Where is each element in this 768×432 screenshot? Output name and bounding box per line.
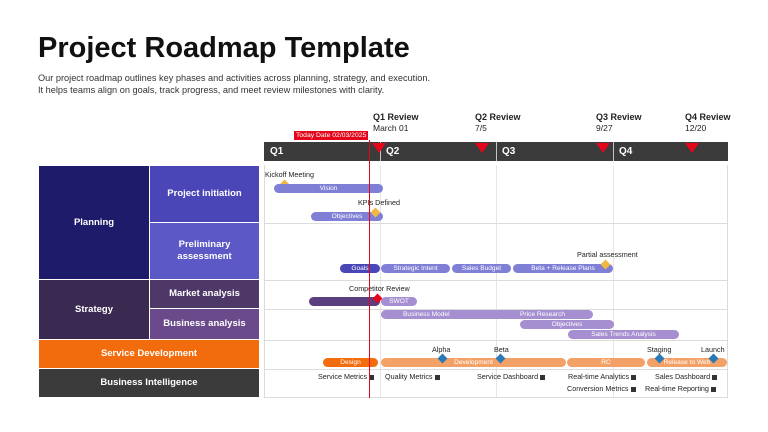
quarter-divider bbox=[613, 142, 614, 161]
grid-divider bbox=[264, 397, 728, 398]
review-q4-title: Q4 Review bbox=[685, 112, 731, 122]
subsection-project-initiation: Project initiation bbox=[150, 166, 260, 223]
task-swot: SWOT bbox=[381, 297, 417, 306]
review-q2: Q2 Review 7/5 bbox=[475, 112, 521, 134]
milestone-kpis-label: KPIs Defined bbox=[358, 198, 400, 207]
task-rc: RC bbox=[567, 358, 645, 367]
milestone-beta-label: Beta bbox=[494, 345, 509, 354]
section-service-development: Service Development bbox=[39, 340, 260, 369]
review-q3-marker-icon bbox=[596, 143, 610, 153]
milestone-kickoff-label: Kickoff Meeting bbox=[265, 170, 315, 179]
review-q4: Q4 Review 12/20 bbox=[685, 112, 731, 134]
bi-conversion-metrics: Conversion Metrics bbox=[567, 384, 629, 393]
bi-realtime-analytics: Real-time Analytics bbox=[568, 372, 630, 381]
review-q1-marker-icon bbox=[372, 143, 386, 153]
section-strategy: Strategy bbox=[39, 280, 150, 340]
grid-divider bbox=[264, 369, 728, 370]
review-q3-date: 9/27 bbox=[596, 123, 613, 133]
page-title: Project Roadmap Template bbox=[38, 32, 410, 65]
square-icon bbox=[712, 374, 718, 380]
today-line bbox=[369, 140, 370, 398]
review-q3: Q3 Review 9/27 bbox=[596, 112, 642, 134]
bi-quality-metrics: Quality Metrics bbox=[385, 372, 433, 381]
milestone-competitor-review-label: Competitor Review bbox=[349, 284, 410, 293]
roadmap-grid bbox=[264, 165, 728, 398]
title-rest: Template bbox=[284, 32, 410, 64]
review-q4-date: 12/20 bbox=[685, 123, 707, 133]
bi-item: Service Metrics bbox=[318, 372, 375, 381]
task-market-research bbox=[309, 297, 380, 306]
quarter-q2: Q2 bbox=[386, 146, 400, 157]
review-q2-title: Q2 Review bbox=[475, 112, 521, 122]
bi-service-metrics: Service Metrics bbox=[318, 372, 368, 381]
description-line-2: It helps teams align on goals, track pro… bbox=[38, 85, 385, 95]
review-q1-date: March 01 bbox=[373, 123, 409, 133]
grid-divider bbox=[613, 165, 614, 398]
bi-item: Sales Dashboard bbox=[655, 372, 718, 381]
milestone-alpha-label: Alpha bbox=[432, 345, 451, 354]
grid-divider bbox=[380, 165, 381, 398]
task-development: Development bbox=[381, 358, 566, 367]
task-design: Design bbox=[323, 358, 378, 367]
task-price-research: Price Research bbox=[520, 311, 566, 318]
grid-divider bbox=[264, 340, 728, 341]
bi-item: Service Dashboard bbox=[477, 372, 546, 381]
task-sales-budget: Sales Budget bbox=[452, 264, 511, 273]
task-objectives-business: Objectives bbox=[520, 320, 614, 329]
grid-divider bbox=[264, 280, 728, 281]
grid-divider bbox=[496, 165, 497, 398]
square-icon bbox=[434, 374, 440, 380]
page-description: Our project roadmap outlines key phases … bbox=[38, 72, 430, 96]
review-q2-marker-icon bbox=[475, 143, 489, 153]
subsection-market-analysis: Market analysis bbox=[150, 280, 260, 309]
quarter-divider bbox=[496, 142, 497, 161]
task-sales-trends: Sales Trends Analysis bbox=[568, 330, 679, 339]
section-planning: Planning bbox=[39, 166, 150, 280]
square-icon bbox=[631, 374, 637, 380]
subsection-preliminary-assessment: Preliminary assessment bbox=[150, 223, 260, 280]
square-icon bbox=[710, 386, 716, 392]
square-icon bbox=[369, 374, 375, 380]
square-icon bbox=[630, 386, 636, 392]
review-q1: Q1 Review March 01 bbox=[373, 112, 419, 134]
task-objectives: Objectives bbox=[311, 212, 383, 221]
description-line-1: Our project roadmap outlines key phases … bbox=[38, 73, 431, 83]
task-vision: Vision bbox=[274, 184, 383, 193]
section-business-intelligence: Business Intelligence bbox=[39, 369, 260, 398]
bi-item: Quality Metrics bbox=[385, 372, 440, 381]
milestone-launch-label: Launch bbox=[701, 345, 725, 354]
task-business-model: Business Model bbox=[381, 310, 593, 319]
bi-sales-dashboard: Sales Dashboard bbox=[655, 372, 711, 381]
bi-item: Conversion Metrics bbox=[567, 384, 636, 393]
bi-service-dashboard: Service Dashboard bbox=[477, 372, 539, 381]
task-goals: Goals bbox=[340, 264, 380, 273]
bi-realtime-reporting: Real-time Reporting bbox=[645, 384, 709, 393]
review-q2-date: 7/5 bbox=[475, 123, 487, 133]
quarter-q4: Q4 bbox=[619, 146, 633, 157]
quarter-q1: Q1 bbox=[270, 146, 284, 157]
square-icon bbox=[540, 374, 546, 380]
task-beta-release-plans: Beta + Release Plans bbox=[513, 264, 613, 273]
title-bold: Project Roadmap bbox=[38, 32, 277, 64]
bi-item: Real-time Reporting bbox=[645, 384, 716, 393]
today-date-badge: Today Date 02/03/2025 bbox=[294, 131, 369, 140]
grid-divider bbox=[264, 223, 728, 224]
milestone-staging-label: Staging bbox=[647, 345, 672, 354]
milestone-partial-assessment-label: Partial assessment bbox=[577, 250, 638, 259]
task-release-to-web: Release to Web bbox=[647, 358, 727, 367]
review-q3-title: Q3 Review bbox=[596, 112, 642, 122]
subsection-business-analysis: Business analysis bbox=[150, 309, 260, 340]
task-strategic-intent: Strategic Intent bbox=[381, 264, 450, 273]
quarter-q3: Q3 bbox=[502, 146, 516, 157]
review-q1-title: Q1 Review bbox=[373, 112, 419, 122]
bi-item: Real-time Analytics bbox=[568, 372, 637, 381]
review-q4-marker-icon bbox=[685, 143, 699, 153]
grid-divider bbox=[264, 309, 728, 310]
